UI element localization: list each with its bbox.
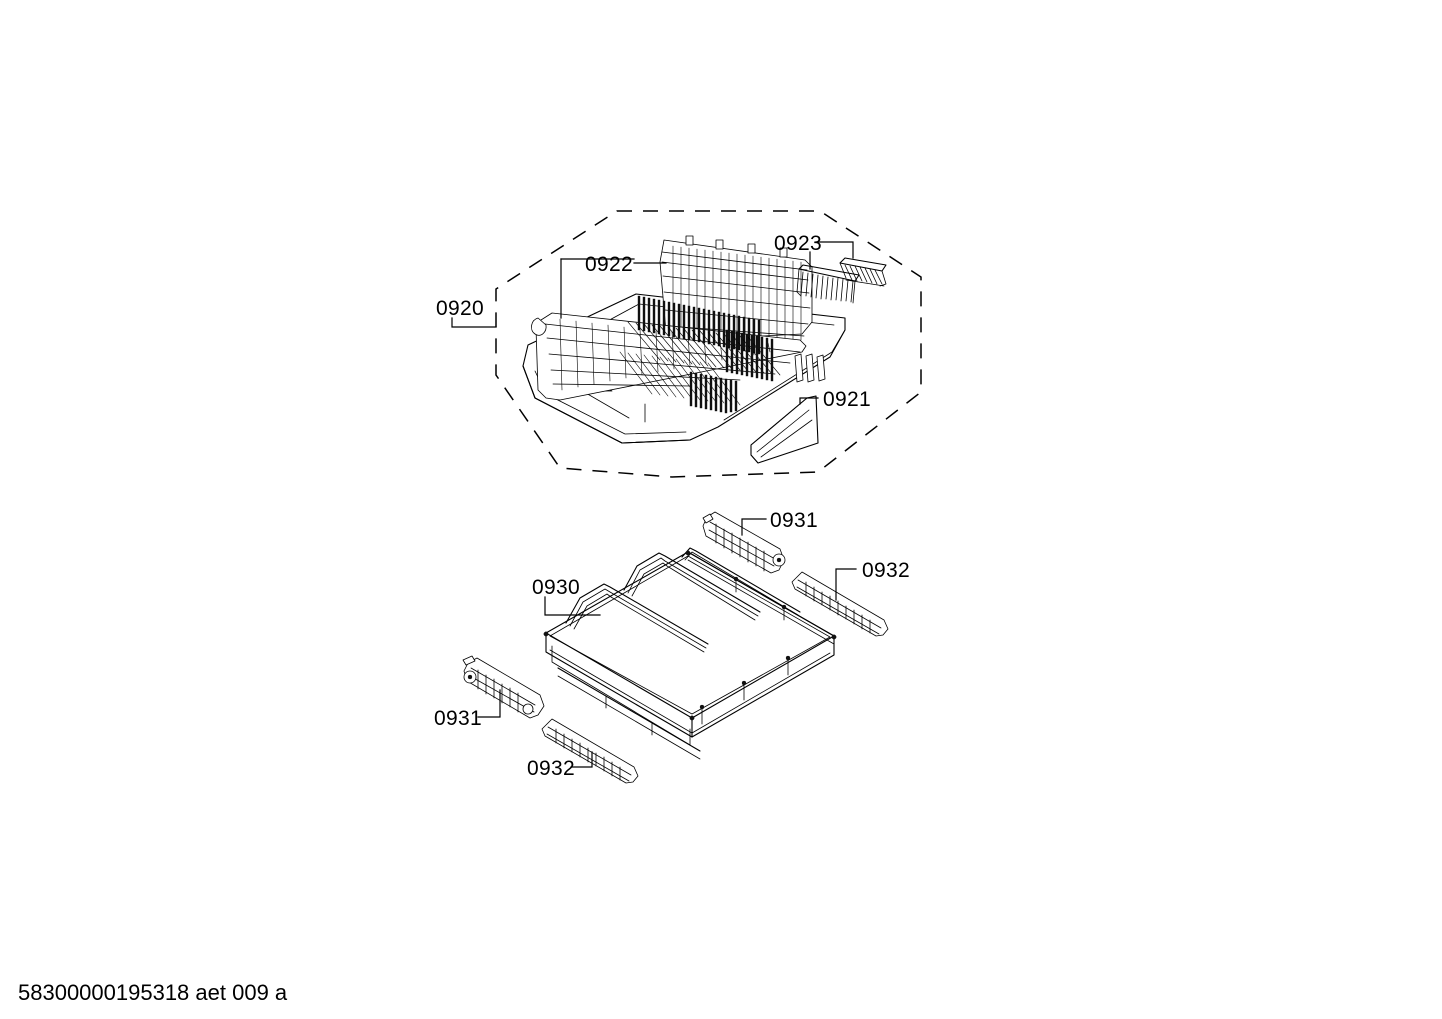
document-id-footer: 58300000195318 aet 009 a	[18, 980, 288, 1005]
part-0931-rail-lower	[462, 655, 545, 719]
callout-label-0923: 0923	[774, 232, 822, 255]
part-0931-rail-upper	[702, 511, 786, 574]
group-0920-boundary	[495, 210, 922, 478]
callout-label-0930: 0930	[532, 576, 580, 599]
part-0932-clip-upper	[791, 571, 889, 637]
part-0930-cutlery-basket	[543, 547, 837, 760]
wire-tine-rows	[619, 295, 826, 414]
leaders-lower	[477, 518, 857, 768]
callout-label-0931-upper: 0931	[770, 509, 818, 532]
part-0921-cover-flap	[750, 395, 819, 464]
callout-label-0922: 0922	[585, 253, 633, 276]
leaders-upper	[451, 241, 854, 423]
callout-label-0932-lower: 0932	[527, 757, 575, 780]
callout-label-0921: 0921	[823, 388, 871, 411]
callout-label-0932-upper: 0932	[862, 559, 910, 582]
callout-label-0920: 0920	[436, 297, 484, 320]
part-0932-clip-lower	[541, 718, 639, 784]
part-0923-comb-left	[796, 264, 860, 304]
part-0923-comb-right	[839, 257, 887, 287]
callout-label-0931-lower: 0931	[434, 707, 482, 730]
